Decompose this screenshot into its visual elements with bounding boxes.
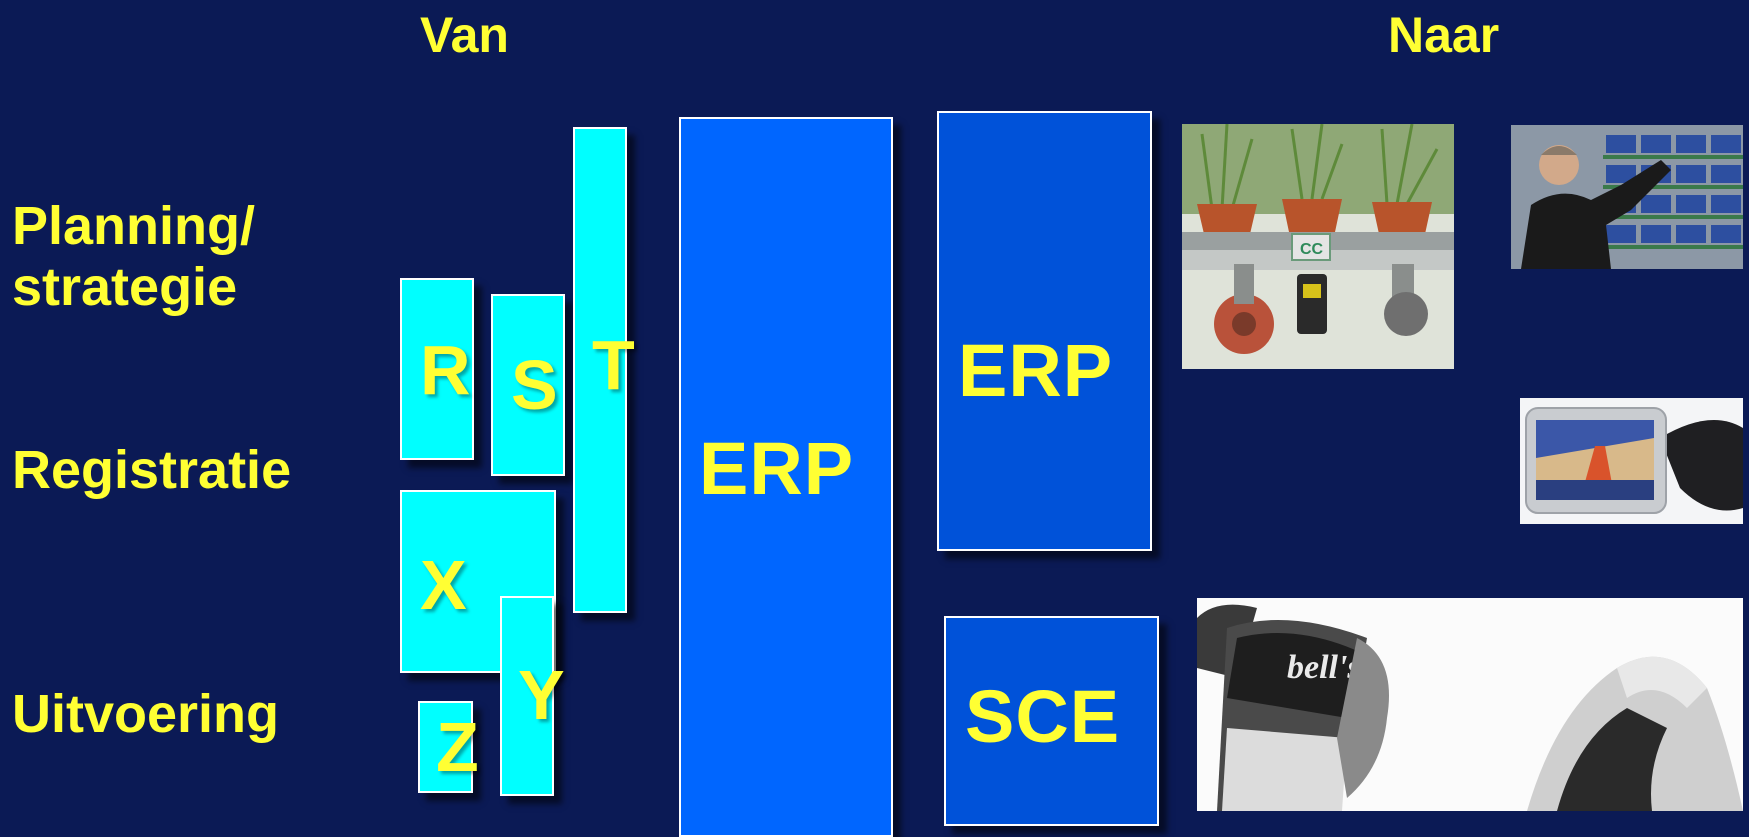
erp-label-naar: ERP xyxy=(958,329,1114,412)
system-box-s xyxy=(491,294,565,476)
system-label-x: X xyxy=(420,546,467,624)
row-label-planning: Planning/ strategie xyxy=(12,194,255,320)
system-box-t xyxy=(573,127,627,613)
row-label-uitvoering: Uitvoering xyxy=(12,684,280,744)
system-label-z: Z xyxy=(436,708,479,786)
system-label-r: R xyxy=(420,331,471,409)
photo-plant-trolley: CC xyxy=(1182,124,1454,369)
cart-tag-text: CC xyxy=(1300,241,1324,258)
erp-label-van: ERP xyxy=(699,427,855,510)
sce-block xyxy=(944,616,1159,826)
system-box-y xyxy=(500,596,554,796)
system-label-t: T xyxy=(592,326,635,404)
warehouse-worker-image xyxy=(1511,125,1743,269)
gps-navigator-image xyxy=(1520,398,1743,524)
row-label-planning-line2: strategie xyxy=(12,256,238,317)
heading-van: Van xyxy=(420,7,509,63)
row-label-planning-line1: Planning/ xyxy=(12,196,255,256)
system-box-z xyxy=(418,701,473,793)
system-label-y: Y xyxy=(518,656,565,734)
plant-trolley-image: CC xyxy=(1182,124,1454,369)
system-label-s: S xyxy=(511,346,558,424)
can-brand-text: bell's xyxy=(1287,649,1361,686)
erp-block-van xyxy=(679,117,893,837)
photo-warehouse-worker xyxy=(1511,125,1743,269)
photo-gps-navigator xyxy=(1520,398,1743,524)
erp-block-naar xyxy=(937,111,1152,551)
heading-naar: Naar xyxy=(1388,7,1500,63)
photo-can-scanner: bell's xyxy=(1197,598,1743,811)
can-scanner-image: bell's xyxy=(1197,598,1743,811)
sce-label: SCE xyxy=(965,675,1121,758)
system-box-r xyxy=(400,278,474,460)
row-label-registratie: Registratie xyxy=(12,440,292,500)
